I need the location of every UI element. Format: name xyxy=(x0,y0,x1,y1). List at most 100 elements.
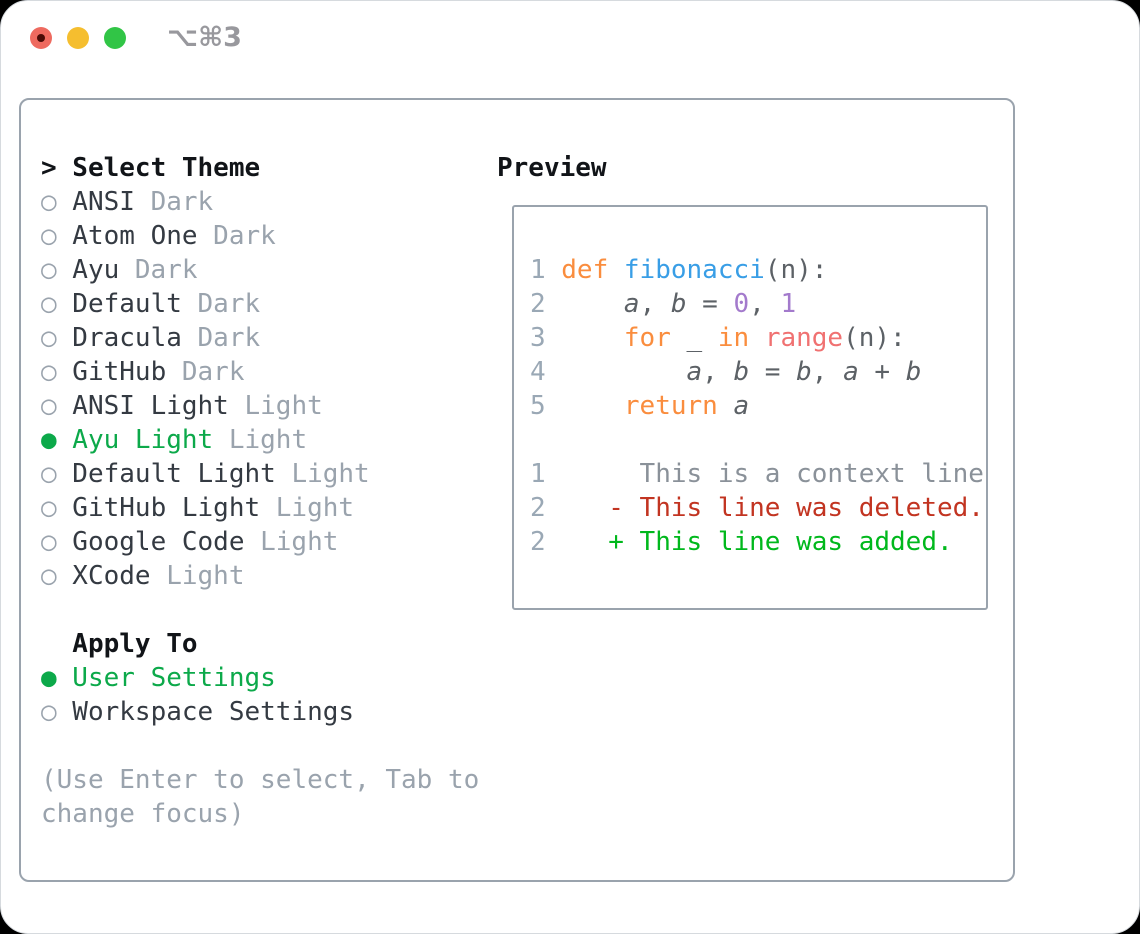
code-token: in xyxy=(717,323,750,353)
option-label: Atom One xyxy=(72,221,198,251)
option-variant-label: Light xyxy=(244,391,323,421)
code-token: This is a context line. xyxy=(561,459,988,489)
option-label: Ayu xyxy=(72,255,120,285)
option-variant-label: Light xyxy=(260,527,339,557)
code-token: a xyxy=(686,357,703,387)
radio-icon: ○ xyxy=(41,357,57,387)
radio-selected-icon: ● xyxy=(41,425,57,455)
line-number: 3 xyxy=(530,323,546,353)
code-token: def xyxy=(561,255,624,285)
option-label: Dracula xyxy=(72,323,182,353)
theme-option-ayu[interactable]: ○ Ayu Dark xyxy=(41,253,479,287)
option-variant-label: Dark xyxy=(134,255,198,285)
code-token: b xyxy=(796,357,812,387)
option-label: Default xyxy=(72,289,182,319)
code-token: + This line was added. xyxy=(608,527,953,557)
code-token xyxy=(561,493,608,523)
zoom-button[interactable] xyxy=(104,27,126,49)
option-label: GitHub Light xyxy=(72,493,261,523)
radio-icon: ○ xyxy=(41,493,57,523)
theme-option-google-code[interactable]: ○ Google Code Light xyxy=(41,525,479,559)
code-line: 4 a, b = b, a + b xyxy=(530,355,986,389)
radio-icon: ○ xyxy=(41,527,57,557)
code-token: , xyxy=(639,289,671,319)
apply-to-title: Apply To xyxy=(72,629,198,659)
code-token: = xyxy=(686,289,734,319)
code-line: 1 def fibonacci(n): xyxy=(530,253,986,287)
radio-icon: ○ xyxy=(41,187,57,217)
code-token xyxy=(749,323,765,353)
code-token: _ xyxy=(670,323,718,353)
code-token: b xyxy=(905,357,922,387)
hint-text-line-2: change focus) xyxy=(41,799,245,829)
radio-icon: ○ xyxy=(41,255,57,285)
hint-text-line-1: (Use Enter to select, Tab to xyxy=(41,765,480,795)
apply-to-header: Apply To xyxy=(41,627,479,661)
theme-option-atom-one[interactable]: ○ Atom One Dark xyxy=(41,219,479,253)
code-token: for xyxy=(623,323,671,353)
radio-icon: ○ xyxy=(41,459,57,489)
code-line: 5 return a xyxy=(530,389,986,423)
select-theme-header: >Select Theme xyxy=(41,151,479,185)
code-token: (n): xyxy=(764,255,828,285)
apply-option-workspace-settings[interactable]: ○Workspace Settings xyxy=(41,695,479,729)
code-token xyxy=(718,391,734,421)
radio-icon: ○ xyxy=(41,221,57,251)
option-variant-label: Dark xyxy=(197,289,261,319)
preview-title: Preview xyxy=(497,153,607,183)
option-label: ANSI xyxy=(72,187,135,217)
code-token: , xyxy=(811,357,844,387)
code-line: 3 for _ in range(n): xyxy=(530,321,986,355)
option-variant-label: Dark xyxy=(213,221,276,251)
code-token xyxy=(561,357,686,387)
code-line: 2 a, b = 0, 1 xyxy=(530,287,986,321)
close-button[interactable] xyxy=(30,27,52,49)
code-token xyxy=(561,323,624,353)
code-token: return xyxy=(623,391,718,421)
code-token xyxy=(561,289,624,319)
code-token: fibonacci xyxy=(623,255,765,285)
option-label: ANSI Light xyxy=(72,391,229,421)
theme-option-ansi[interactable]: ○ ANSI Dark xyxy=(41,185,479,219)
line-number: 2 xyxy=(530,493,546,523)
option-variant-label: Light xyxy=(166,561,245,591)
code-line: 2 + This line was added. xyxy=(530,525,986,559)
theme-option-default[interactable]: ○ Default Dark xyxy=(41,287,479,321)
code-token: = xyxy=(749,357,797,387)
option-label: Google Code xyxy=(72,527,245,557)
minimize-button[interactable] xyxy=(67,27,89,49)
line-number: 4 xyxy=(530,357,546,387)
apply-to-list: ●User Settings○Workspace Settings xyxy=(41,661,479,729)
code-token: , xyxy=(749,289,781,319)
line-number: 2 xyxy=(530,289,546,319)
code-token: a xyxy=(733,391,750,421)
line-number: 1 xyxy=(530,255,546,285)
line-number xyxy=(530,423,546,457)
option-variant-label: Light xyxy=(228,425,308,455)
code-line: 1 This is a context line. xyxy=(530,457,986,491)
line-number: 1 xyxy=(530,459,546,489)
radio-icon: ○ xyxy=(41,697,57,727)
code-token: , xyxy=(702,357,734,387)
code-line: 2 - This line was deleted. xyxy=(530,491,986,525)
apply-option-user-settings[interactable]: ●User Settings xyxy=(41,661,479,695)
line-number: 2 xyxy=(530,527,546,557)
line-number: 5 xyxy=(530,391,546,421)
option-variant-label: Dark xyxy=(150,187,214,217)
radio-icon: ○ xyxy=(41,289,57,319)
option-variant-label: Dark xyxy=(197,323,261,353)
prompt-caret-icon: > xyxy=(41,153,57,183)
option-label: GitHub xyxy=(72,357,167,387)
option-label: Default Light xyxy=(72,459,276,489)
code-token: 1 xyxy=(780,289,797,319)
